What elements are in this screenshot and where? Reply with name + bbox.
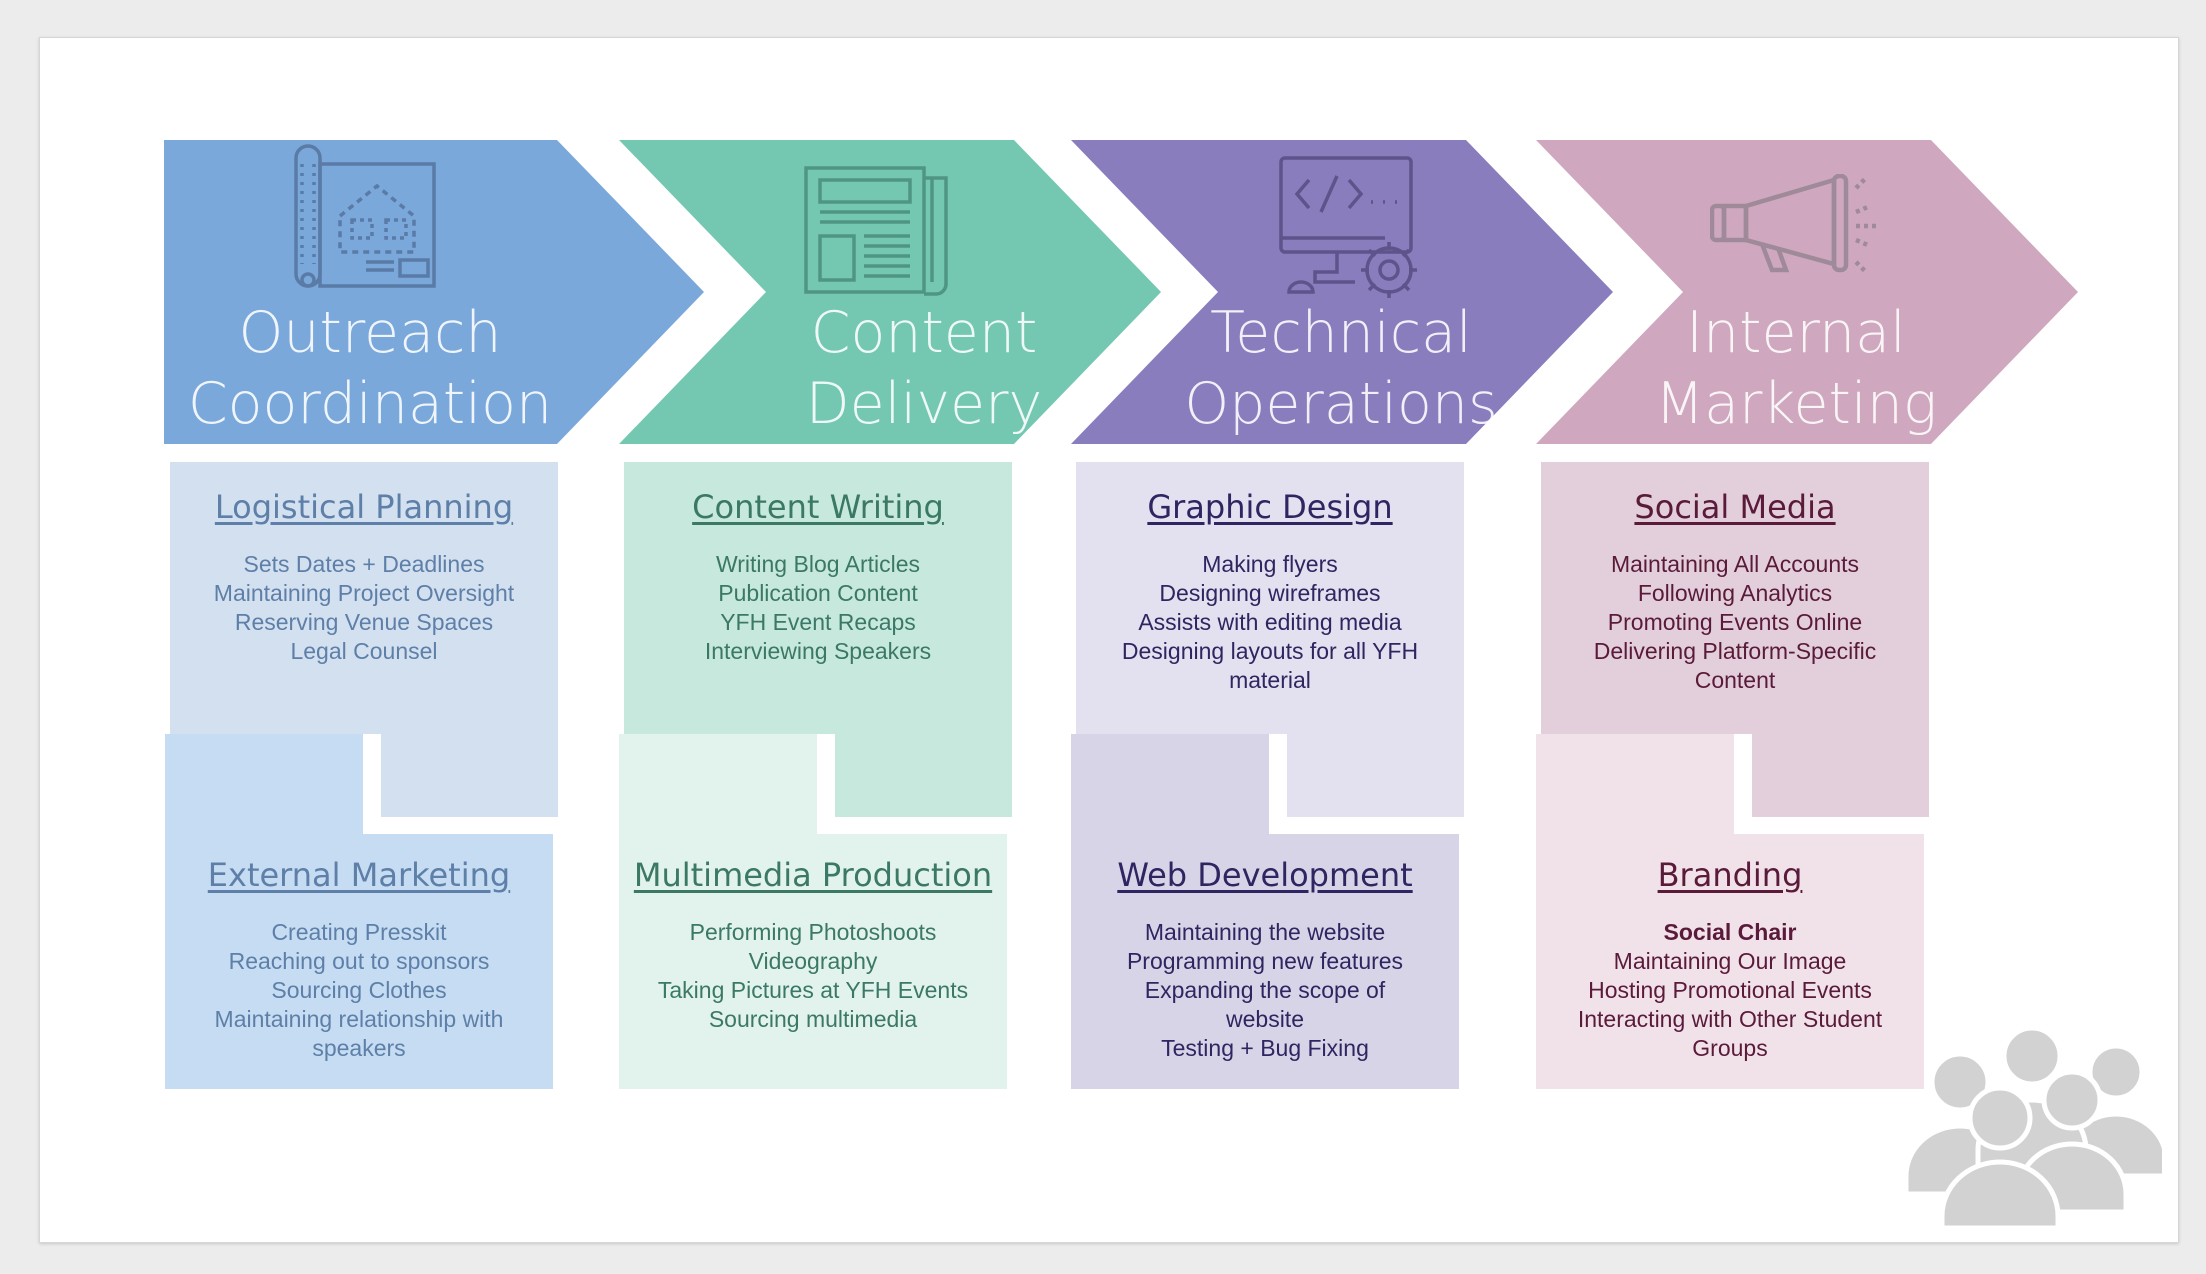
list-item: Following Analytics [1637, 580, 1833, 606]
list-item: YFH Event Recaps [720, 609, 916, 635]
card-heading: Branding [1657, 856, 1803, 894]
people-group-icon [1900, 1010, 2169, 1233]
list-item: Assists with editing media [1138, 609, 1402, 635]
chevron-title-line1: Internal [1686, 300, 1906, 366]
list-item: Maintaining Our Image [1613, 948, 1847, 974]
chevron-marketing: Internal Marketing [1536, 140, 2078, 444]
list-item: speakers [312, 1035, 406, 1061]
chevron-title-line2: Operations [1184, 371, 1498, 437]
card-graphic-design: Graphic Design Making flyers Designing w… [1076, 462, 1464, 817]
card-heading: Content Writing [692, 488, 944, 526]
card-items: Social Chair Maintaining Our Image Hosti… [1536, 918, 1924, 1063]
card-items: Maintaining the website Programming new … [1071, 918, 1459, 1063]
list-item: Maintaining the website [1144, 919, 1386, 945]
card-multimedia-production: Multimedia Production Performing Photosh… [619, 734, 1007, 1089]
card-heading: Graphic Design [1147, 488, 1393, 526]
list-item: Testing + Bug Fixing [1161, 1035, 1369, 1061]
list-item: Maintaining Project Oversight [213, 580, 515, 606]
list-item: Delivering Platform-Specific [1593, 638, 1877, 664]
list-item: website [1226, 1006, 1304, 1032]
list-item: Expanding the scope of [1144, 977, 1386, 1003]
list-item: Legal Counsel [290, 638, 438, 664]
chevron-title-line2: Coordination [187, 371, 553, 437]
chevron-title-line1: Outreach [238, 300, 502, 366]
card-items: Creating Presskit Reaching out to sponso… [165, 918, 553, 1063]
card-heading: Logistical Planning [214, 488, 514, 526]
list-item: Hosting Promotional Events [1588, 977, 1872, 1003]
chevron-title-content: Content Delivery [769, 298, 1079, 440]
card-logistical-planning: Logistical Planning Sets Dates + Deadlin… [170, 462, 558, 817]
code-monitor-icon [1279, 156, 1429, 307]
list-item-bold: Social Chair [1663, 919, 1797, 945]
chevron-title-line1: Technical [1210, 300, 1472, 366]
list-item: Interviewing Speakers [704, 638, 932, 664]
list-item: Taking Pictures at YFH Events [657, 977, 969, 1003]
list-item: Content [1694, 667, 1776, 693]
newspaper-icon [804, 166, 950, 301]
list-item: Interacting with Other Student [1577, 1006, 1883, 1032]
card-heading: Multimedia Production [633, 856, 993, 894]
card-branding: Branding Social Chair Maintaining Our Im… [1536, 734, 1924, 1089]
chevron-title-marketing: Internal Marketing [1626, 298, 1966, 440]
list-item: Maintaining All Accounts [1610, 551, 1860, 577]
list-item: Designing layouts for all YFH [1121, 638, 1419, 664]
list-item: Programming new features [1126, 948, 1404, 974]
list-item: Sets Dates + Deadlines [243, 551, 485, 577]
megaphone-icon [1709, 173, 1890, 295]
list-item: Publication Content [718, 580, 918, 606]
list-item: Reaching out to sponsors [228, 948, 490, 974]
chevron-title-line2: Marketing [1654, 371, 1938, 437]
chevron-outreach: Outreach Coordination [164, 140, 704, 444]
list-item: Designing wireframes [1159, 580, 1381, 606]
list-item: Performing Photoshoots [689, 919, 937, 945]
list-item: Sourcing multimedia [708, 1006, 918, 1032]
list-item: Reserving Venue Spaces [234, 609, 494, 635]
chevron-content: Content Delivery [619, 140, 1161, 444]
card-heading: Social Media [1634, 488, 1836, 526]
chevron-title-technical: Technical Operations [1171, 298, 1511, 440]
card-items: Maintaining All Accounts Following Analy… [1541, 550, 1929, 695]
chevron-title-line1: Content [810, 300, 1038, 366]
list-item: Promoting Events Online [1607, 609, 1863, 635]
card-items: Writing Blog Articles Publication Conten… [624, 550, 1012, 666]
list-item: Videography [748, 948, 878, 974]
chevron-technical: Technical Operations [1071, 140, 1613, 444]
chevron-title-outreach: Outreach Coordination [164, 298, 576, 440]
list-item: Maintaining relationship with [214, 1006, 504, 1032]
blueprint-icon [294, 144, 442, 297]
card-items: Making flyers Designing wireframes Assis… [1076, 550, 1464, 695]
card-external-marketing: External Marketing Creating Presskit Rea… [165, 734, 553, 1089]
card-heading: External Marketing [207, 856, 511, 894]
card-heading: Web Development [1117, 856, 1413, 894]
card-items: Sets Dates + Deadlines Maintaining Proje… [170, 550, 558, 666]
list-item: material [1229, 667, 1311, 693]
list-item: Groups [1692, 1035, 1768, 1061]
card-content-writing: Content Writing Writing Blog Articles Pu… [624, 462, 1012, 817]
list-item: Writing Blog Articles [715, 551, 921, 577]
chevron-title-line2: Delivery [805, 371, 1043, 437]
card-web-development: Web Development Maintaining the website … [1071, 734, 1459, 1089]
list-item: Creating Presskit [271, 919, 447, 945]
card-items: Performing Photoshoots Videography Takin… [619, 918, 1007, 1034]
card-social-media: Social Media Maintaining All Accounts Fo… [1541, 462, 1929, 817]
list-item: Making flyers [1202, 551, 1338, 577]
list-item: Sourcing Clothes [271, 977, 447, 1003]
